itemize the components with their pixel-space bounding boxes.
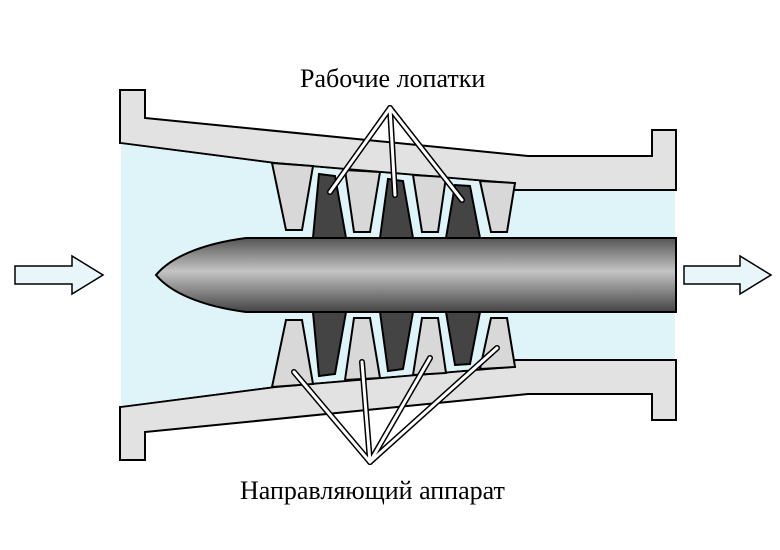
arrow-right-icon <box>14 254 105 296</box>
stator-vane <box>411 317 448 377</box>
stator-vane <box>478 179 517 233</box>
guide-vanes-label: Направляющий аппарат <box>240 476 505 505</box>
shaft <box>154 237 677 313</box>
stator-leader-lines <box>291 345 500 465</box>
rotor-leader-lines <box>327 105 465 203</box>
stator-vane <box>343 168 382 233</box>
stator-vane <box>411 173 448 233</box>
rotor-blades-label: Рабочие лопатки <box>300 64 486 93</box>
stator-vane <box>270 161 315 231</box>
stator-vane <box>270 319 315 389</box>
arrow-right-icon <box>683 254 773 296</box>
stator-vane <box>343 317 382 382</box>
